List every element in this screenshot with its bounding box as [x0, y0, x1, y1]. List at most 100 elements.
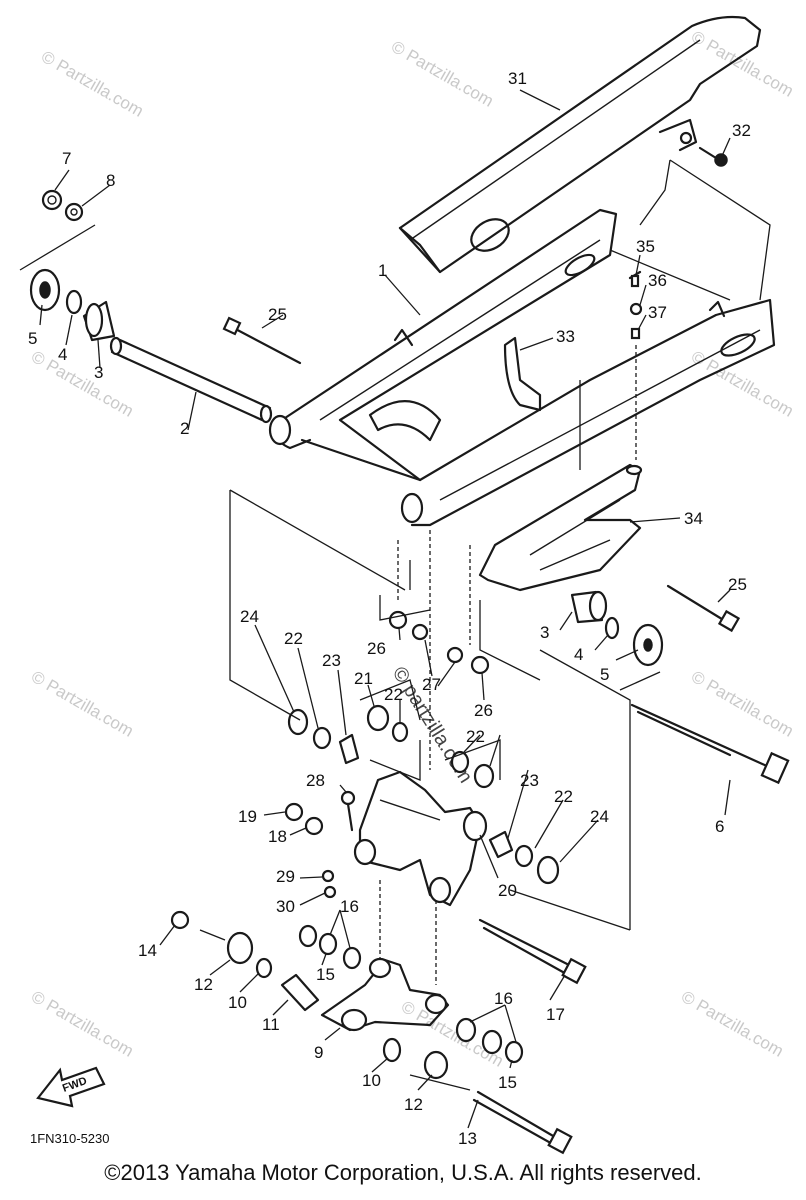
- collar-23: [488, 830, 514, 859]
- callout-32: 32: [732, 121, 751, 140]
- bearing-22: [391, 721, 409, 743]
- callout-33: 33: [556, 327, 575, 346]
- nut-21: [366, 704, 390, 732]
- bushing-3-right: [570, 590, 608, 624]
- oil-seal-10: [255, 957, 273, 979]
- callout-12-lower: 12: [404, 1095, 423, 1114]
- nut-37: [630, 327, 641, 340]
- callout-23-right: 23: [520, 771, 539, 790]
- callout-10-lower: 10: [362, 1071, 381, 1090]
- collar-11: [280, 973, 320, 1012]
- bearing-16: [318, 932, 338, 956]
- callout-labels: 31 32 1 35 36 37 33 34 25 2 7 8 5 4 3 25…: [28, 69, 751, 1148]
- washer-12: [226, 931, 254, 965]
- watermark: © Partzilla.com: [388, 37, 497, 111]
- oil-seal-16: [455, 1017, 477, 1043]
- callout-4-left: 4: [58, 345, 67, 364]
- nut-30: [323, 885, 337, 899]
- oil-seal-16: [298, 924, 318, 948]
- callout-22-d: 22: [554, 787, 573, 806]
- callout-25-right: 25: [728, 575, 747, 594]
- watermark: © Partzilla.com: [688, 667, 797, 741]
- bolt-28-shank: [346, 802, 354, 832]
- copyright-notice: ©2013 Yamaha Motor Corporation, U.S.A. A…: [104, 1160, 702, 1185]
- callout-13: 13: [458, 1129, 477, 1148]
- callout-27: 27: [422, 675, 441, 694]
- cover-5-right: [632, 623, 664, 667]
- watermark: © Partzilla.com: [678, 987, 787, 1061]
- chain-case-31: [398, 15, 762, 274]
- callout-24-left: 24: [240, 607, 259, 626]
- callout-19: 19: [238, 807, 257, 826]
- callout-34: 34: [684, 509, 703, 528]
- callout-11: 11: [262, 1015, 280, 1034]
- small-parts: [170, 610, 560, 1080]
- watermark: © Partzilla.com: [28, 347, 137, 421]
- bearing-22: [450, 750, 470, 774]
- washer-18: [304, 816, 324, 836]
- callout-9: 9: [314, 1043, 323, 1062]
- callout-15-lower: 15: [498, 1073, 517, 1092]
- callout-26-left: 26: [367, 639, 386, 658]
- callout-29: 29: [276, 867, 295, 886]
- bolt-25-right: [666, 584, 741, 633]
- connecting-rod-9: [320, 957, 450, 1032]
- callout-7: 7: [62, 149, 71, 168]
- collar-23: [338, 733, 360, 765]
- bolt-25-upper: [222, 316, 302, 365]
- callout-12-left: 12: [194, 975, 213, 994]
- callout-26-right: 26: [474, 701, 493, 720]
- forward-arrow: FWD: [36, 1066, 106, 1108]
- bearing-16: [481, 1029, 503, 1055]
- bolt-17: [478, 918, 587, 985]
- relay-arm-20: [353, 770, 488, 907]
- swingarm-1: [268, 208, 776, 527]
- oil-seal-15: [342, 946, 362, 970]
- washer-29: [321, 869, 335, 883]
- nut-27: [411, 623, 429, 641]
- nut-27: [446, 646, 464, 664]
- callout-25-upper: 25: [268, 305, 287, 324]
- cover-5: [29, 268, 61, 312]
- diagram-code: 1FN310-5230: [30, 1131, 110, 1146]
- callout-5-right: 5: [600, 665, 609, 684]
- oil-seal-10: [382, 1037, 402, 1063]
- callout-37: 37: [648, 303, 667, 322]
- bearing-22: [312, 726, 332, 750]
- watermark: © Partzilla.com: [38, 47, 147, 121]
- callout-4-right: 4: [574, 645, 583, 664]
- screw-35: [628, 270, 642, 288]
- washer-36: [629, 302, 643, 316]
- bolt-32: [698, 146, 728, 167]
- alignment-lines: [19, 159, 771, 1091]
- watermark: © Partzilla.com: [688, 27, 797, 101]
- chain-guide-34: [478, 463, 643, 592]
- nut-19: [284, 802, 304, 822]
- bolt-6: [630, 703, 790, 785]
- oil-seal-4-right: [604, 616, 620, 640]
- oil-seal-15: [504, 1040, 524, 1064]
- callout-15-upper: 15: [316, 965, 335, 984]
- callout-17: 17: [546, 1005, 565, 1024]
- bearing-22: [514, 844, 534, 868]
- washer-26: [470, 655, 490, 675]
- callout-5-left: 5: [28, 329, 37, 348]
- watermark: © Partzilla.com: [28, 987, 137, 1061]
- washer-12: [423, 1050, 449, 1080]
- callout-35: 35: [636, 237, 655, 256]
- callout-16-upper: 16: [340, 897, 359, 916]
- washer-8: [64, 202, 84, 222]
- callout-28: 28: [306, 771, 325, 790]
- callout-18: 18: [268, 827, 287, 846]
- callout-16-lower: 16: [494, 989, 513, 1008]
- oil-seal-4: [65, 289, 83, 315]
- callout-22-b: 22: [384, 685, 403, 704]
- callout-2: 2: [180, 419, 189, 438]
- callout-30: 30: [276, 897, 295, 916]
- watermark: © Partzilla.com: [688, 347, 797, 421]
- oil-seal-24: [473, 763, 495, 789]
- bracket-33: [503, 336, 542, 412]
- watermarks: © Partzilla.com © Partzilla.com © Partzi…: [28, 27, 797, 1071]
- callout-20: 20: [498, 881, 517, 900]
